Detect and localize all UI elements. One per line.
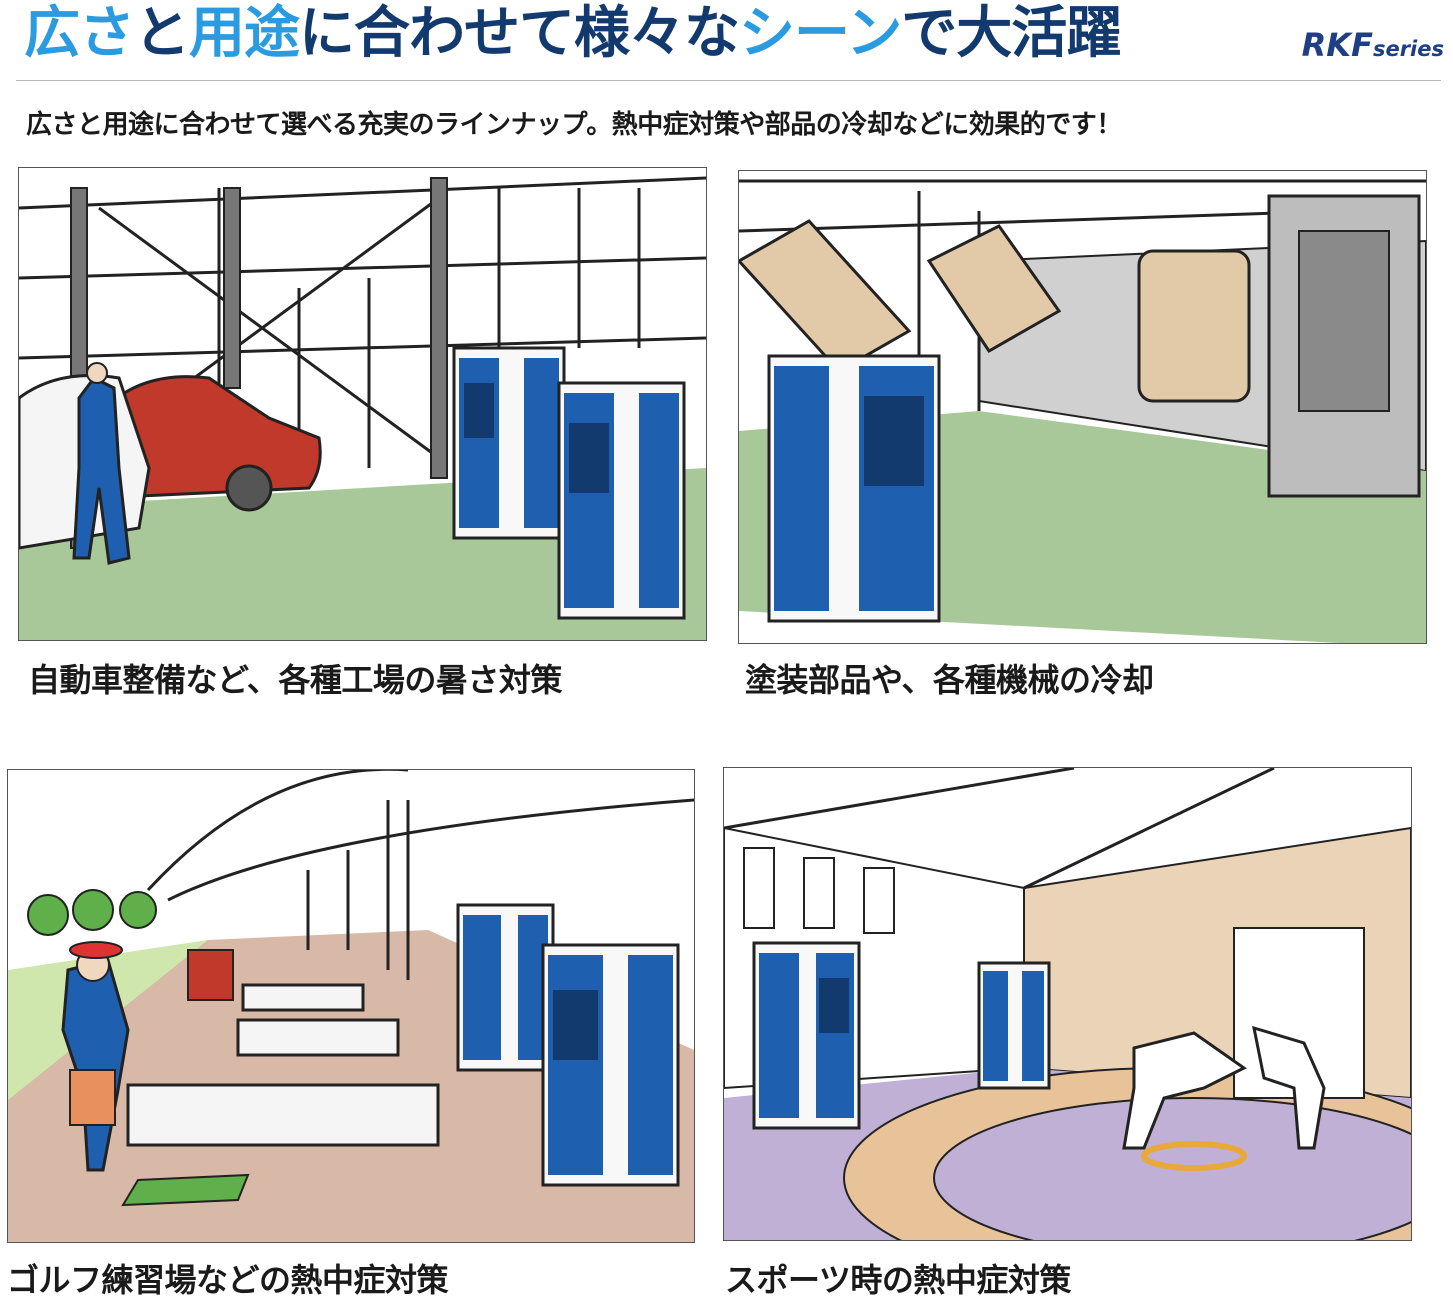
cooler-unit [752, 941, 861, 1130]
sports-illustration [724, 768, 1411, 1240]
title-part: と [134, 1, 190, 66]
title-part: に合わせて様々な [299, 1, 740, 66]
cooler-unit [557, 381, 686, 620]
page-title: 広さと用途に合わせて様々なシーンで大活躍 [24, 0, 1122, 68]
factory-illustration [19, 168, 706, 640]
scene-caption: ゴルフ練習場などの熱中症対策 [7, 1261, 449, 1299]
title-part: シーン [739, 1, 902, 66]
painting-illustration [739, 171, 1426, 643]
title-part: 広さ [24, 1, 135, 66]
series-logo: RKFseries [1302, 26, 1444, 64]
scene-caption: 塗装部品や、各種機械の冷却 [745, 661, 1154, 699]
cooler-unit [452, 346, 566, 540]
scene-caption: 自動車整備など、各種工場の暑さ対策 [28, 661, 562, 699]
header-divider [16, 80, 1441, 81]
series-main: RKF [1301, 26, 1373, 64]
series-sub: series [1372, 37, 1444, 61]
scene-caption: スポーツ時の熱中症対策 [725, 1261, 1071, 1299]
cooler-unit [456, 903, 555, 1072]
title-part: 用途 [189, 1, 300, 66]
scene-golf-illustration [7, 769, 695, 1243]
subtitle: 広さと用途に合わせて選べる充実のラインナップ。熱中症対策や部品の冷却などに効果的… [26, 110, 1122, 140]
scene-factory-illustration [18, 167, 707, 641]
header: 広さと用途に合わせて様々なシーンで大活躍 RKFseries [24, 0, 1444, 70]
cooler-unit [767, 354, 941, 623]
golf-illustration [8, 770, 694, 1242]
cooler-unit [977, 961, 1051, 1090]
scene-painting-illustration [738, 170, 1427, 644]
cooler-unit [541, 943, 680, 1187]
scene-sports-illustration [723, 767, 1412, 1241]
title-part: で大活躍 [901, 1, 1122, 66]
